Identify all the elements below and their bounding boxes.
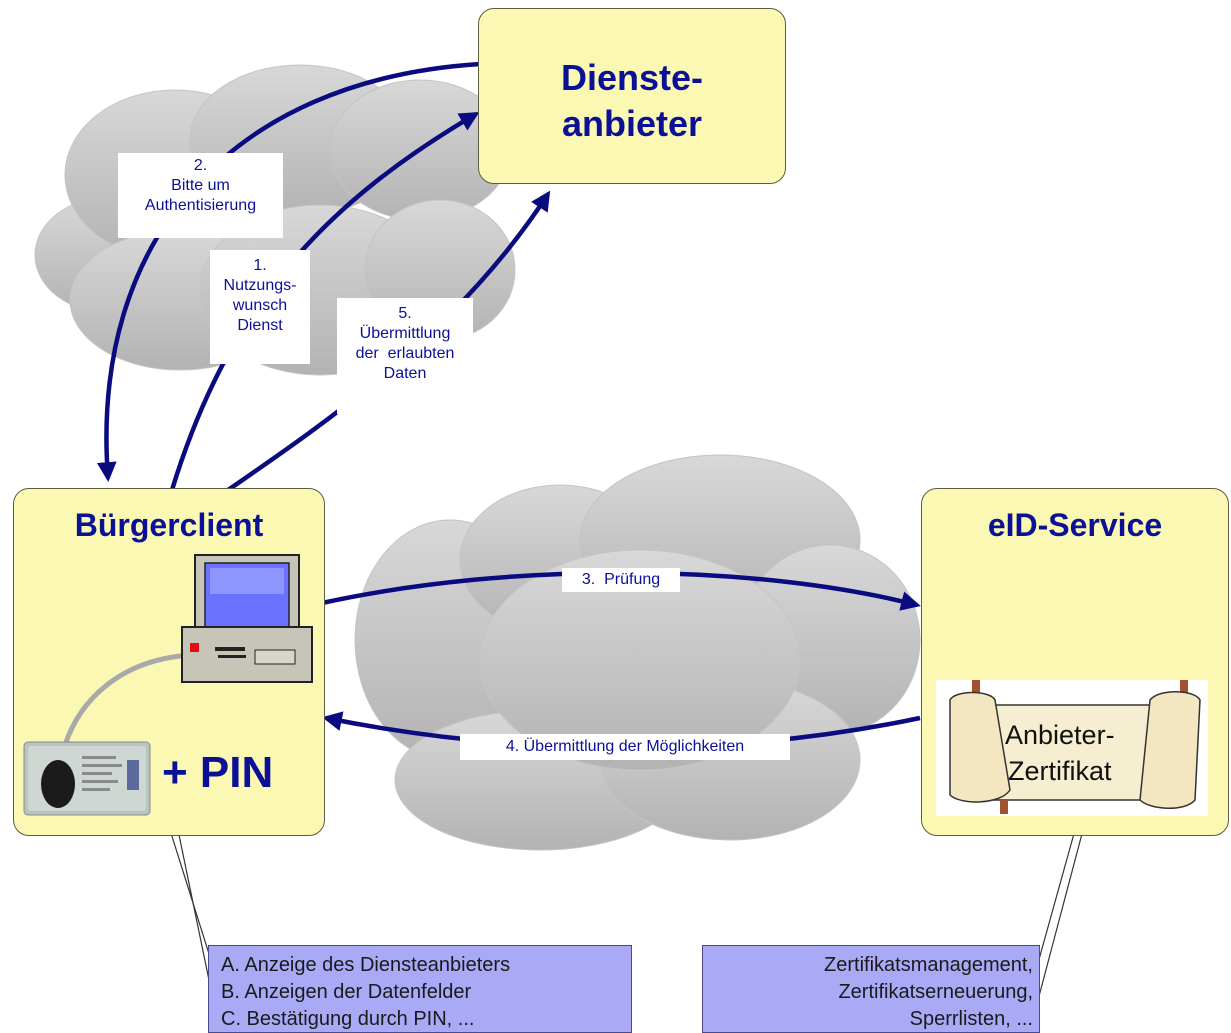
step5-line3: der erlaubten — [355, 345, 455, 362]
eid-note-line2: Zertifikatserneuerung, — [838, 981, 1033, 1003]
step5-label: 5. Übermittlung der erlaubten Daten — [337, 298, 473, 414]
client-note: A. Anzeige des Diensteanbieters B. Anzei… — [208, 945, 632, 1033]
step2-line1: 2. — [193, 157, 208, 174]
citizen-client-title: Bürgerclient — [74, 507, 264, 543]
step3-label: 3. Prüfung — [562, 568, 680, 592]
eid-note-line1: Zertifikatsmanagement, — [824, 954, 1033, 976]
step2-line2: Bitte um — [171, 177, 230, 194]
eid-note-line3: Sperrlisten, ... — [909, 1008, 1033, 1030]
eid-service-title: eID-Service — [987, 507, 1163, 543]
certificate-label-line2: Zertifikat — [1008, 756, 1112, 786]
step5-line1: 5. — [398, 305, 412, 322]
step4-label: 4. Übermittlung der Möglichkeiten — [460, 734, 790, 760]
step1-line3: wunsch — [232, 297, 288, 314]
cloud-icon-lower — [354, 454, 921, 851]
pin-label: + PIN — [162, 748, 274, 797]
service-provider-box: Dienste- anbieter — [478, 8, 786, 184]
client-note-line-c: C. Bestätigung durch PIN, ... — [221, 1008, 475, 1030]
service-provider-title-line1: Dienste- — [560, 57, 704, 98]
step5-line4: Daten — [383, 365, 427, 382]
certificate-label-line1: Anbieter- — [1005, 720, 1115, 750]
step2-line3: Authentisierung — [144, 197, 257, 214]
step5-line2: Übermittlung — [359, 325, 451, 342]
client-note-line-b: B. Anzeigen der Datenfelder — [221, 981, 472, 1003]
step1-label: 1. Nutzungs- wunsch Dienst — [210, 250, 310, 364]
step1-line4: Dienst — [237, 317, 283, 334]
step1-line1: 1. — [253, 257, 267, 274]
eid-note: Zertifikatsmanagement, Zertifikatserneue… — [702, 945, 1040, 1033]
step1-line2: Nutzungs- — [223, 277, 297, 294]
client-note-line-a: A. Anzeige des Diensteanbieters — [221, 954, 511, 976]
step2-label: 2. Bitte um Authentisierung — [118, 153, 283, 238]
service-provider-title-line2: anbieter — [561, 103, 703, 144]
